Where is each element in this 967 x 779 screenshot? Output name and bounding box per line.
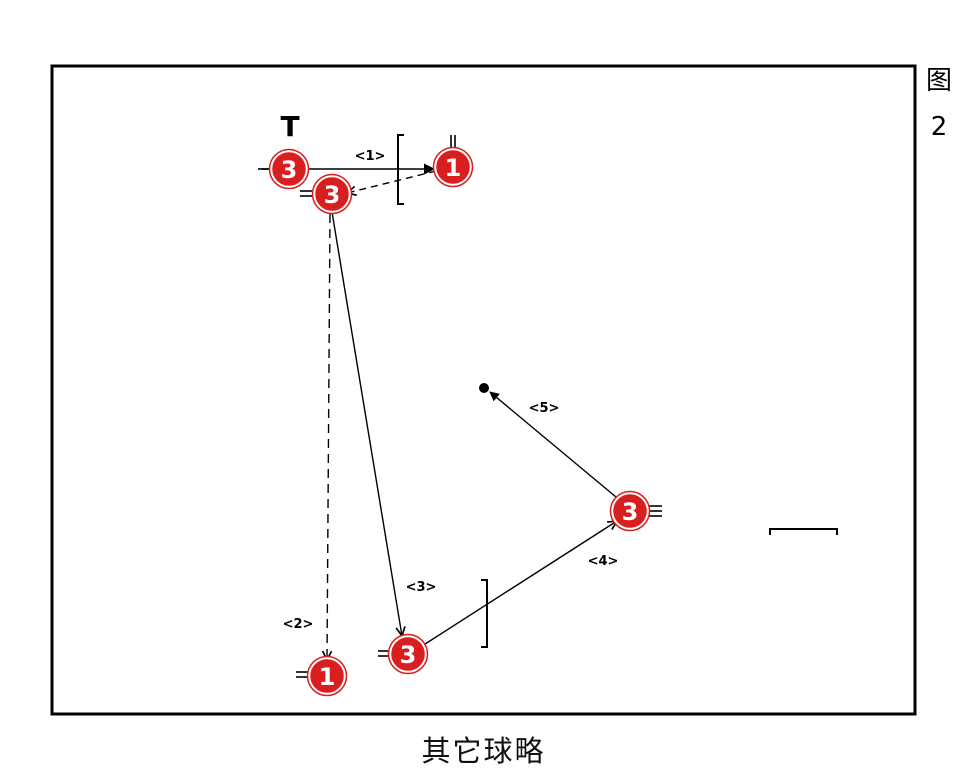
svg-text:3: 3 <box>324 181 341 209</box>
t-marker: T <box>280 110 299 143</box>
block-bracket-bottom <box>481 579 488 648</box>
step-3-arrow <box>331 211 402 636</box>
step-label-3: <3> <box>406 580 437 595</box>
player-3-second: 3 <box>311 173 353 215</box>
figure-label-number: 2 <box>930 112 948 142</box>
step-label-1: <1> <box>355 149 386 164</box>
player-tick-marks <box>258 135 662 678</box>
svg-text:3: 3 <box>622 498 639 526</box>
svg-text:1: 1 <box>319 663 336 691</box>
net-post-marker <box>769 528 838 535</box>
player-3-right: 3 <box>609 490 651 532</box>
caption: 其它球略 <box>421 734 546 768</box>
player-1-bottom: 1 <box>306 655 348 697</box>
player-3-start: 3 <box>268 148 310 190</box>
player-3-bottom: 3 <box>387 633 429 675</box>
step-2-dashed-arrow <box>327 213 330 660</box>
court-boundary <box>50 64 917 716</box>
step-5-arrow <box>489 391 617 498</box>
step-4-arrow <box>421 521 617 647</box>
player-1-top: 1 <box>432 146 474 188</box>
svg-text:3: 3 <box>400 641 417 669</box>
svg-text:1: 1 <box>445 154 462 182</box>
step-1-dashed-arrow <box>347 170 437 193</box>
target-point <box>479 383 489 393</box>
step-label-4: <4> <box>588 554 619 569</box>
step-label-2: <2> <box>283 617 314 632</box>
step-label-5: <5> <box>529 401 560 416</box>
figure-label-char: 图 <box>925 66 952 96</box>
svg-text:3: 3 <box>281 156 298 184</box>
block-bracket-top <box>397 134 404 205</box>
